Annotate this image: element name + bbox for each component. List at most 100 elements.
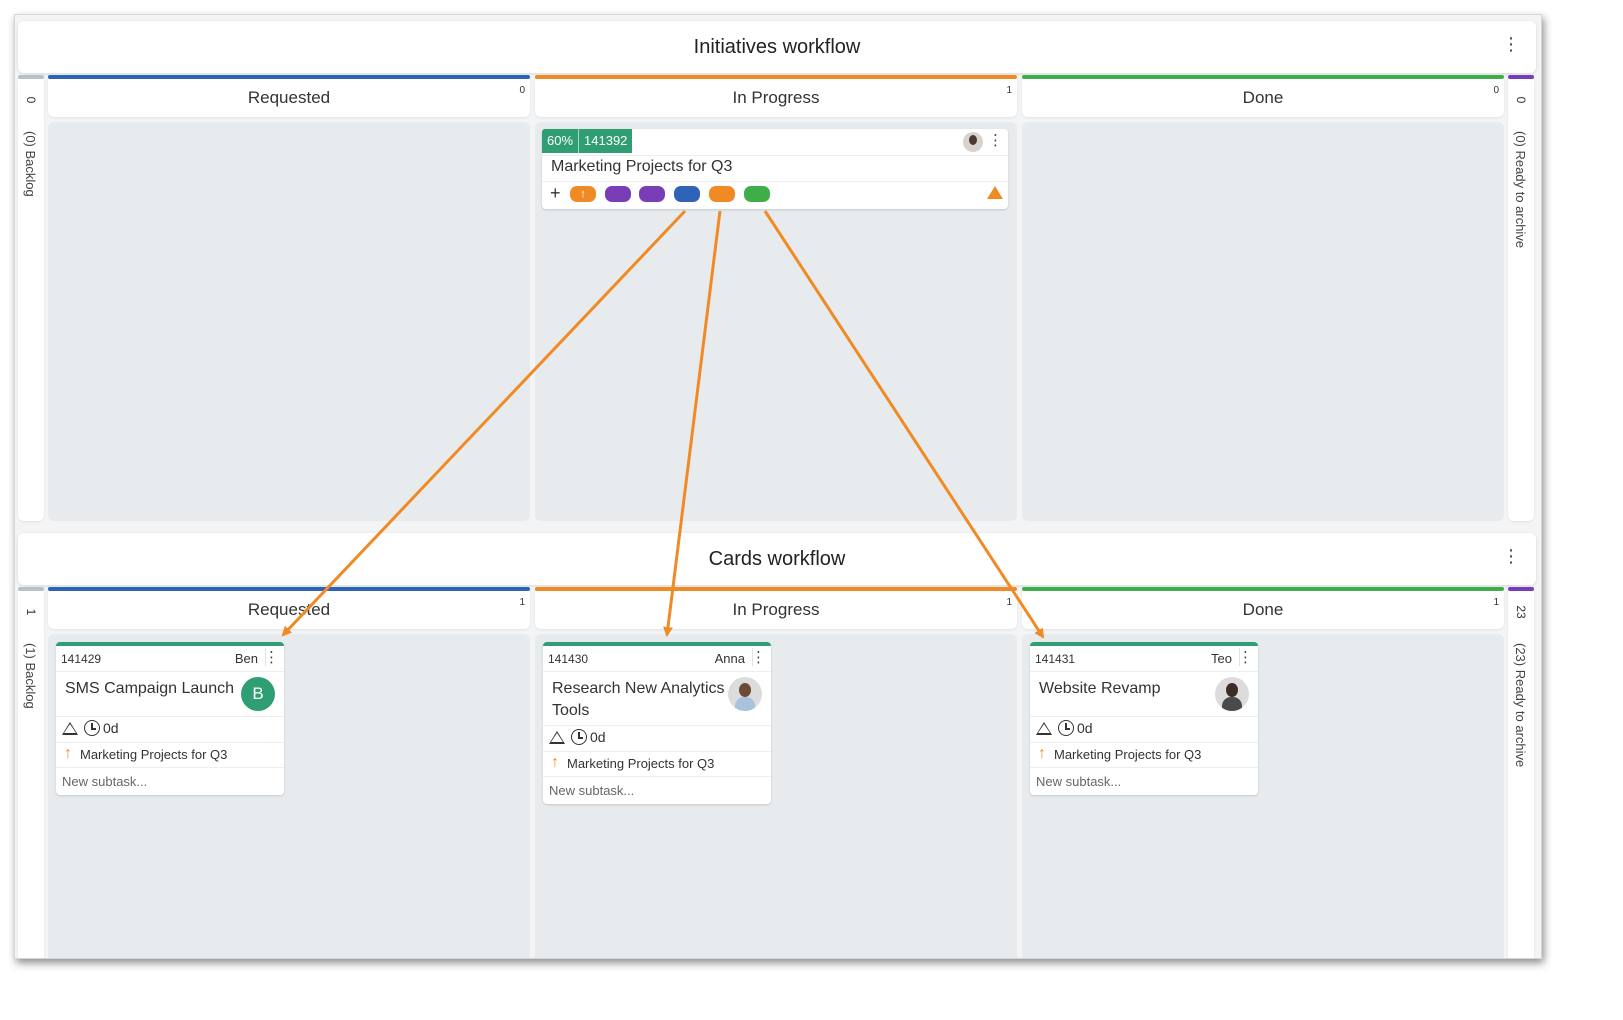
column-bar [535,587,1017,591]
new-subtask-input[interactable]: New subtask... [62,774,148,789]
task-card[interactable]: 141430 Anna ⋮ Research New Analytics Too… [543,642,771,804]
column-bar [48,75,530,79]
column-in-progress[interactable]: In Progress 1 [535,75,1017,117]
new-subtask-input[interactable]: New subtask... [1036,774,1122,789]
backlog-label: (0) Backlog [23,131,38,197]
avatar[interactable] [1215,677,1249,711]
divider [543,751,771,752]
column-count: 1 [519,597,525,608]
card-owner: Ben [234,651,258,666]
column-count: 1 [1493,597,1499,608]
workflow-menu-icon[interactable]: ⋮ [1502,546,1520,566]
card-title[interactable]: Marketing Projects for Q3 [551,158,733,175]
initiative-card[interactable]: 60% 141392 ⋮ Marketing Projects for Q3 +… [542,129,1008,209]
divider [542,181,1008,182]
card-menu-icon[interactable]: ⋮ [264,649,279,666]
archive-count: 23 [1514,605,1528,619]
backlog-bar [18,587,44,591]
initiatives-workflow-header: Initiatives workflow ⋮ [18,21,1536,73]
warning-icon[interactable] [549,730,565,744]
chip-blue[interactable] [674,186,700,202]
column-requested[interactable]: Requested 1 [48,587,530,629]
archive-count: 0 [1514,96,1528,104]
warning-icon[interactable] [62,721,78,735]
column-requested[interactable]: Requested 0 [48,75,530,117]
card-title[interactable]: Website Revamp [1039,680,1161,697]
card-meta: 0d [1036,719,1093,737]
divider [752,648,753,666]
avatar-head [739,683,751,697]
column-done[interactable]: Done 1 [1022,587,1504,629]
divider [1030,716,1258,717]
card-badges: 60% 141392 [542,129,633,153]
column-title: In Progress [732,600,820,619]
task-card[interactable]: 141431 Teo ⋮ Website Revamp 0d ↑ Marketi… [1030,642,1258,795]
card-status-bar [1030,642,1258,646]
column-body-done[interactable] [1022,122,1504,521]
backlog-label: (1) Backlog [23,643,38,709]
card-owner: Anna [714,651,745,666]
avatar[interactable] [728,677,762,711]
column-bar [535,75,1017,79]
workflow-menu-icon[interactable]: ⋮ [1502,34,1520,54]
card-title[interactable]: SMS Campaign Launch [65,680,234,697]
card-id[interactable]: 141431 [1035,652,1076,666]
column-bar [1022,587,1504,591]
divider [1239,648,1240,666]
divider [56,767,284,768]
avatar[interactable] [963,132,983,152]
task-card[interactable]: 141429 Ben ⋮ SMS Campaign Launch B 0d ↑ … [56,642,284,795]
divider [56,742,284,743]
column-bar [1022,75,1504,79]
chip-orange[interactable] [709,186,735,202]
plus-icon[interactable]: + [550,183,561,203]
card-id[interactable]: 141430 [548,652,589,666]
card-menu-icon[interactable]: ⋮ [988,132,1003,149]
clock-icon [571,729,587,745]
chip-purple[interactable] [639,186,665,202]
parent-link[interactable]: ↑ Marketing Projects for Q3 [1036,745,1201,763]
column-body-requested[interactable] [48,122,530,521]
column-count: 1 [1006,597,1012,608]
card-meta: 0d [549,728,606,746]
backlog-column[interactable]: 0 (0) Backlog [18,75,44,521]
clock-icon [84,720,100,736]
card-meta: 0d [62,719,119,737]
card-time: 0d [1077,720,1093,736]
card-menu-icon[interactable]: ⋮ [751,649,766,666]
card-title[interactable]: Research New Analytics Tools [552,680,725,719]
avatar[interactable]: B [241,677,275,711]
archive-column[interactable]: 0 (0) Ready to archive [1508,75,1534,521]
divider [1030,742,1258,743]
column-title: Requested [247,600,331,619]
column-title: Requested [247,88,331,107]
board-frame: Initiatives workflow ⋮ 0 (0) Backlog 0 (… [14,14,1542,959]
archive-column[interactable]: 23 (23) Ready to archive [1508,587,1534,958]
card-id-badge[interactable]: 141392 [579,129,633,153]
card-menu-icon[interactable]: ⋮ [1238,649,1253,666]
parent-title: Marketing Projects for Q3 [567,755,715,771]
card-id[interactable]: 141429 [61,652,102,666]
column-in-progress[interactable]: In Progress 1 [535,587,1017,629]
chip-green[interactable] [744,186,770,202]
column-done[interactable]: Done 0 [1022,75,1504,117]
card-status-bar [543,642,771,646]
card-time: 0d [103,720,119,736]
progress-badge: 60% [542,129,580,153]
backlog-column[interactable]: 1 (1) Backlog [18,587,44,958]
warning-icon[interactable] [1036,721,1052,735]
chip-purple[interactable] [605,186,631,202]
archive-label: (23) Ready to archive [1513,643,1528,768]
warning-icon[interactable] [987,186,1003,199]
arrow-up-icon: ↑ [1038,745,1046,762]
divider [265,648,266,666]
column-count: 0 [1493,85,1499,96]
backlog-count: 1 [24,608,38,616]
new-subtask-input[interactable]: New subtask... [549,783,635,798]
parent-link[interactable]: ↑ Marketing Projects for Q3 [549,754,714,772]
clock-icon [1058,720,1074,736]
chip-orange-arrow-up-icon[interactable]: ↑ [570,186,596,202]
workflow-title: Cards workflow [708,547,846,570]
avatar-body [1222,697,1242,711]
parent-link[interactable]: ↑ Marketing Projects for Q3 [62,745,227,763]
